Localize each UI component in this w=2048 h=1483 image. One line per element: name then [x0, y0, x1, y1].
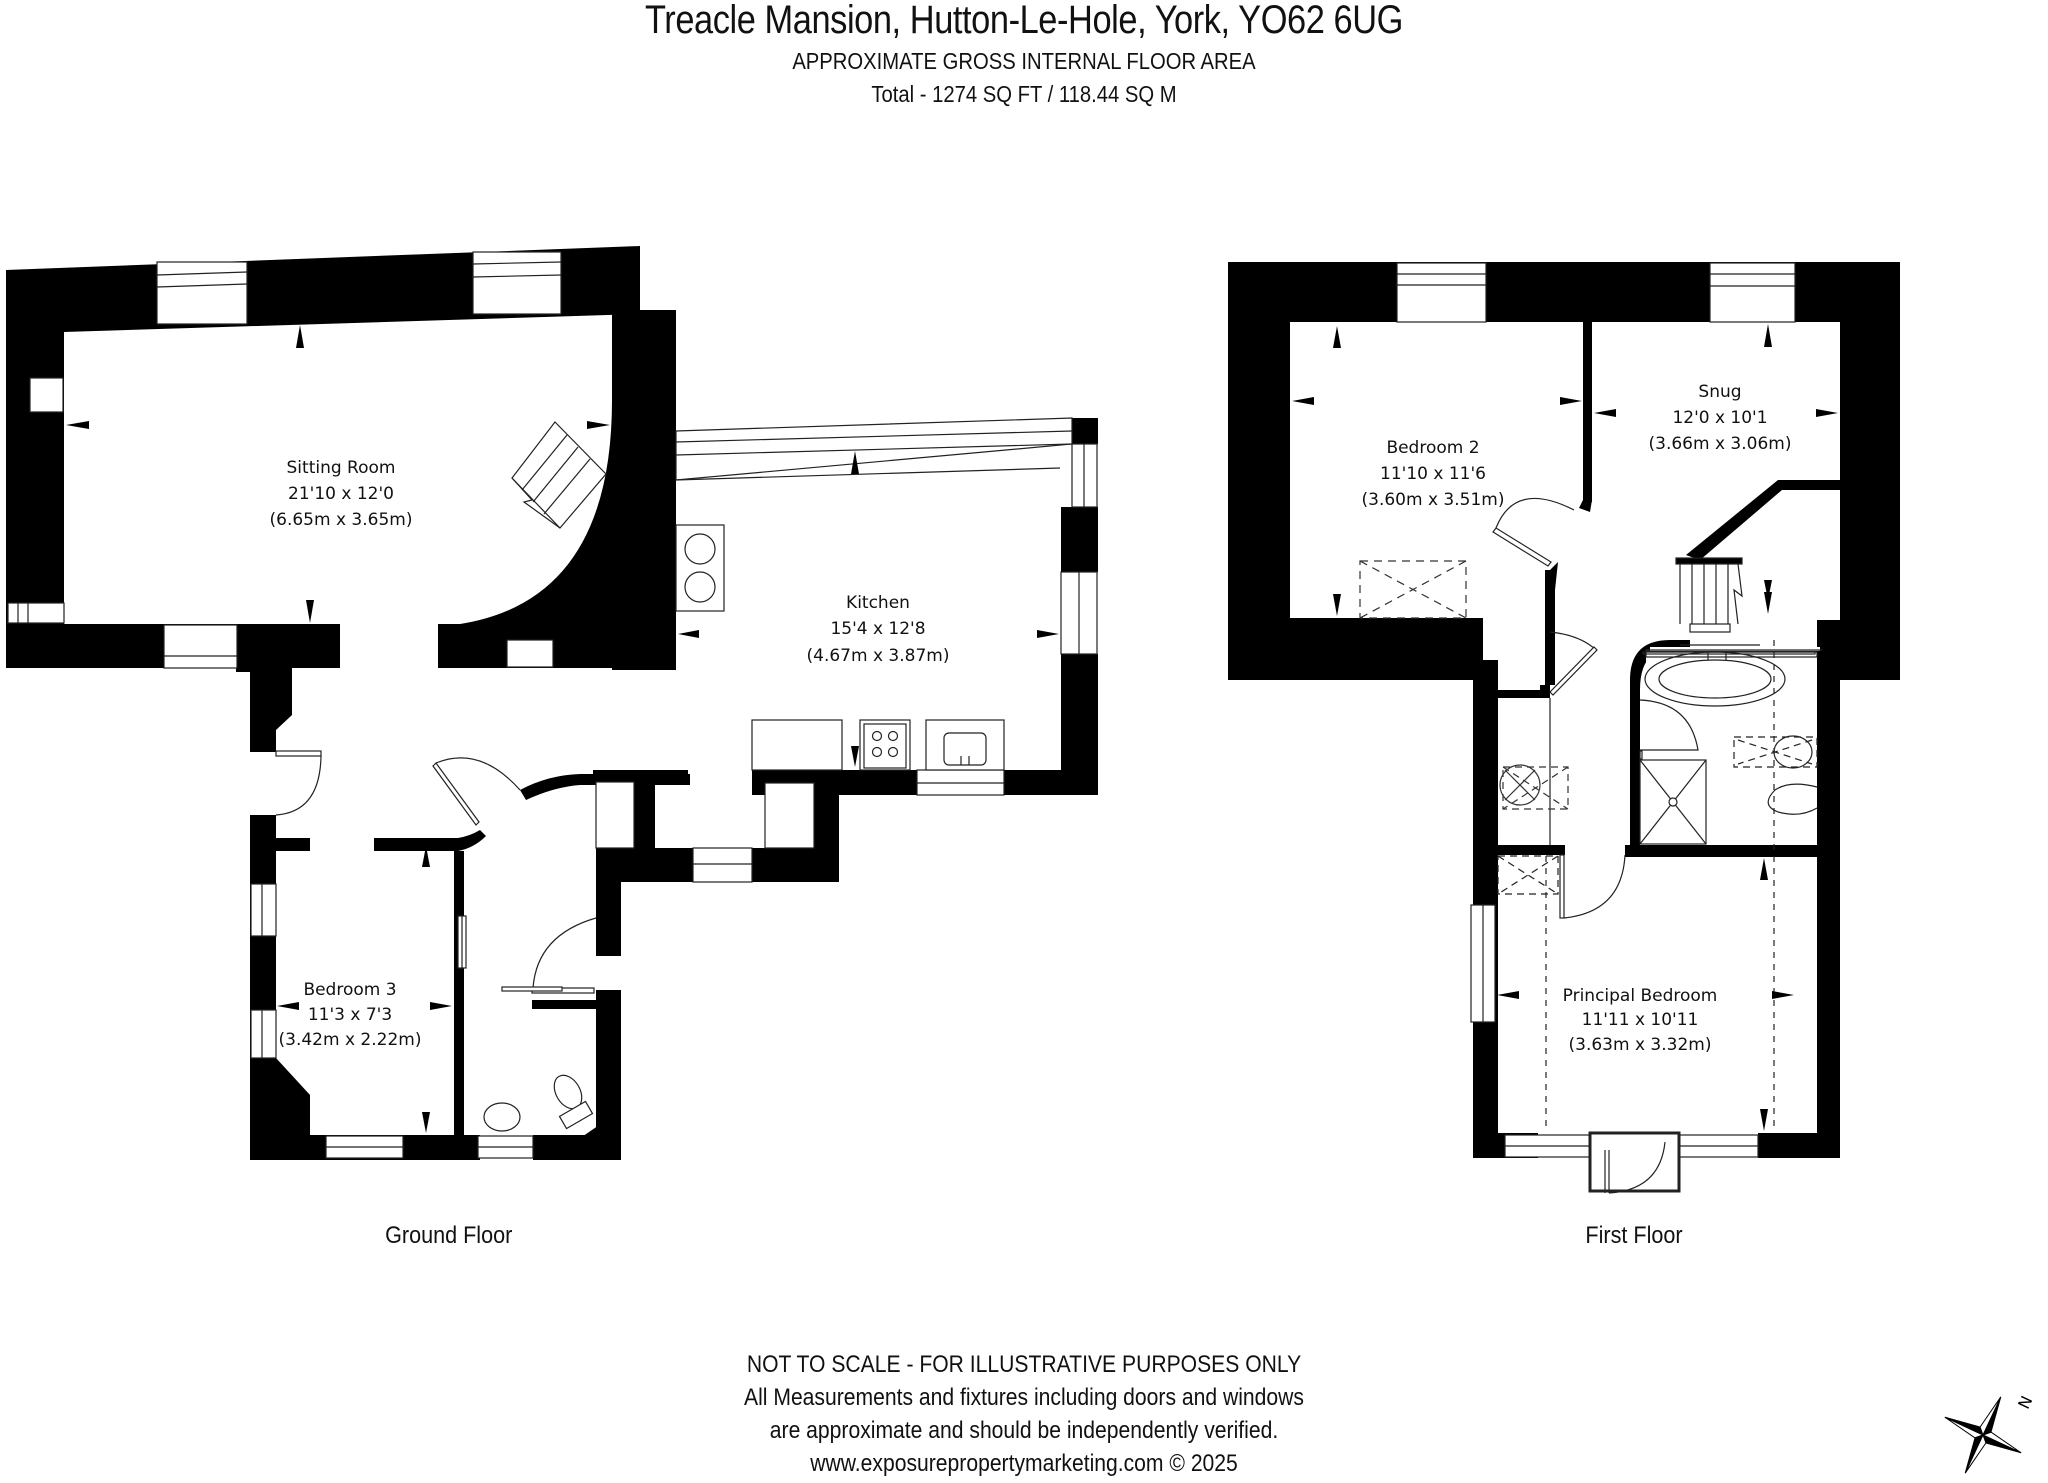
- bedroom-2-imperial: 11'10 x 11'6: [1380, 464, 1486, 484]
- ground-floor-label: Ground Floor: [385, 1222, 513, 1249]
- sitting-room-windows[interactable]: [7, 251, 562, 669]
- bedroom-2-door[interactable]: [1492, 497, 1575, 567]
- landing-stairs: [1675, 557, 1743, 633]
- bedroom-3-dimension-arrows: [277, 846, 452, 1133]
- sitting-room-metric: (6.65m x 3.65m): [270, 510, 413, 530]
- property-title: Treacle Mansion, Hutton-Le-Hole, York, Y…: [644, 0, 1404, 42]
- wc-walls: [460, 893, 621, 1160]
- hall-doors[interactable]: [275, 750, 521, 826]
- kitchen-imperial: 15'4 x 12'8: [830, 619, 925, 639]
- cupboard-door[interactable]: [1549, 631, 1598, 845]
- kitchen-name: Kitchen: [846, 593, 910, 613]
- principal-bedroom-dimension-arrows: [1497, 858, 1794, 1131]
- cylinder-cupboard: [1499, 764, 1569, 810]
- kitchen-metric: (4.67m x 3.87m): [807, 646, 950, 666]
- sitting-room-stairs: [511, 421, 607, 529]
- bedroom-2-skylight: [1359, 560, 1467, 619]
- disclaimer-line-3: are approximate and should be independen…: [769, 1417, 1279, 1444]
- disclaimer-line-1: NOT TO SCALE - FOR ILLUSTRATIVE PURPOSES…: [746, 1351, 1302, 1378]
- principal-bedroom-imperial: 11'11 x 10'11: [1582, 1010, 1699, 1030]
- sitting-room-name: Sitting Room: [287, 458, 396, 478]
- principal-bedroom-metric: (3.63m x 3.32m): [1569, 1035, 1712, 1055]
- ground-floor-plan: Sitting Room 21'10 x 12'0 (6.65m x 3.65m…: [6, 246, 1098, 1160]
- bedroom-3-windows[interactable]: [250, 883, 467, 1159]
- sitting-room-dimension-arrows: [66, 325, 610, 623]
- snug-name: Snug: [1698, 382, 1741, 402]
- snug-imperial: 12'0 x 10'1: [1672, 408, 1767, 428]
- disclaimer-line-2: All Measurements and fixtures including …: [744, 1384, 1304, 1411]
- kitchen-windows[interactable]: [675, 417, 1098, 883]
- bathroom-fixtures: [1639, 640, 1823, 1130]
- principal-bedroom-name: Principal Bedroom: [1563, 986, 1718, 1006]
- hall-walls: [250, 668, 690, 1160]
- first-floor-plan: Bedroom 2 11'10 x 11'6 (3.60m x 3.51m) S…: [1228, 262, 1900, 1194]
- landing-dimension-arrow: [1764, 580, 1772, 600]
- snug-metric: (3.66m x 3.06m): [1649, 434, 1792, 454]
- website-copyright[interactable]: www.exposurepropertymarketing.com © 2025: [810, 1450, 1238, 1477]
- kitchen-fixtures: [595, 467, 1061, 849]
- principal-bedroom-door[interactable]: [1588, 1131, 1681, 1194]
- wc-fixtures: [477, 917, 597, 1159]
- total-floor-area: Total - 1274 SQ FT / 118.44 SQ M: [871, 81, 1177, 107]
- first-floor-label: First Floor: [1585, 1222, 1683, 1249]
- first-floor-windows[interactable]: [1396, 262, 1796, 1158]
- disclaimer: NOT TO SCALE - FOR ILLUSTRATIVE PURPOSES…: [0, 1348, 2048, 1480]
- snug-dimension-arrows: [1594, 324, 1838, 614]
- bedroom-2-dimension-arrows: [1292, 326, 1582, 616]
- bedroom-3-name: Bedroom 3: [303, 980, 396, 1000]
- sitting-room-imperial: 21'10 x 12'0: [288, 484, 394, 504]
- floor-area-subtitle: APPROXIMATE GROSS INTERNAL FLOOR AREA: [792, 48, 1256, 74]
- bedroom-2-metric: (3.60m x 3.51m): [1362, 490, 1505, 510]
- kitchen-dimension-arrows: [678, 451, 1059, 767]
- plan-header: Treacle Mansion, Hutton-Le-Hole, York, Y…: [0, 0, 2048, 108]
- bedroom-3-imperial: 11'3 x 7'3: [308, 1005, 392, 1025]
- compass-north-letter: N: [2014, 1393, 2036, 1412]
- bedroom-2-name: Bedroom 2: [1386, 438, 1479, 458]
- bedroom-3-metric: (3.42m x 2.22m): [279, 1030, 422, 1050]
- compass-rose-icon: N: [1944, 1393, 2036, 1474]
- principal-bedroom-fixtures: [1497, 854, 1626, 1130]
